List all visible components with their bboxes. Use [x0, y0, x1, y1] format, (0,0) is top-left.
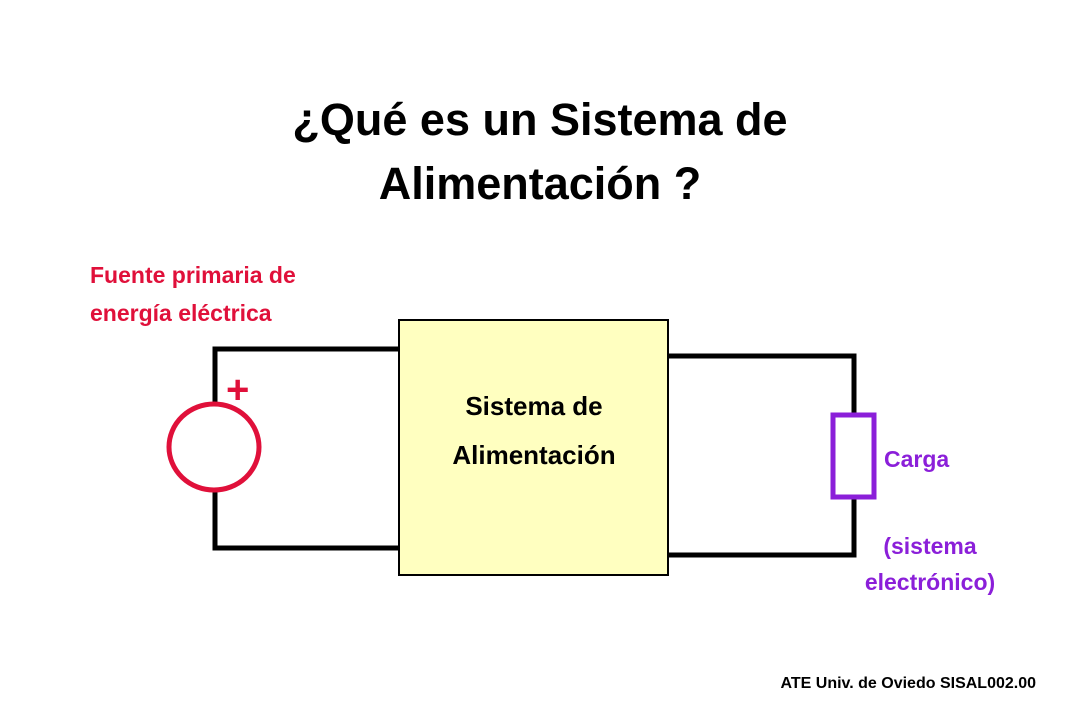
voltage-source-icon	[166, 401, 262, 493]
power-supply-label-line-1: Sistema de	[465, 391, 603, 421]
plus-sign: +	[226, 368, 250, 412]
wire-bottom-right	[665, 494, 857, 558]
load-description: (sistema electrónico)	[820, 528, 1040, 600]
load-description-line-2: electrónico)	[864, 569, 996, 595]
source-label: Fuente primaria de energía eléctrica	[90, 256, 296, 332]
source-label-line-2: energía eléctrica	[90, 300, 272, 326]
footer-credit: ATE Univ. de Oviedo SISAL002.00	[780, 675, 1036, 692]
title-line-1: ¿Qué es un Sistema de	[292, 94, 788, 145]
power-supply-label: Sistema de Alimentación	[400, 384, 668, 478]
load-resistor-icon	[830, 412, 877, 500]
wire-top-right	[665, 353, 857, 417]
power-supply-block	[398, 319, 669, 576]
source-label-line-1: Fuente primaria de	[90, 262, 296, 288]
load-description-line-1: (sistema	[883, 533, 977, 559]
wire-top-left	[212, 346, 403, 411]
load-label: Carga	[884, 446, 950, 472]
wire-bottom-left	[212, 483, 403, 551]
page-title: ¿Qué es un Sistema de Alimentación ?	[0, 88, 1080, 216]
title-line-2: Alimentación ?	[378, 158, 702, 209]
power-supply-label-line-2: Alimentación	[452, 440, 616, 470]
